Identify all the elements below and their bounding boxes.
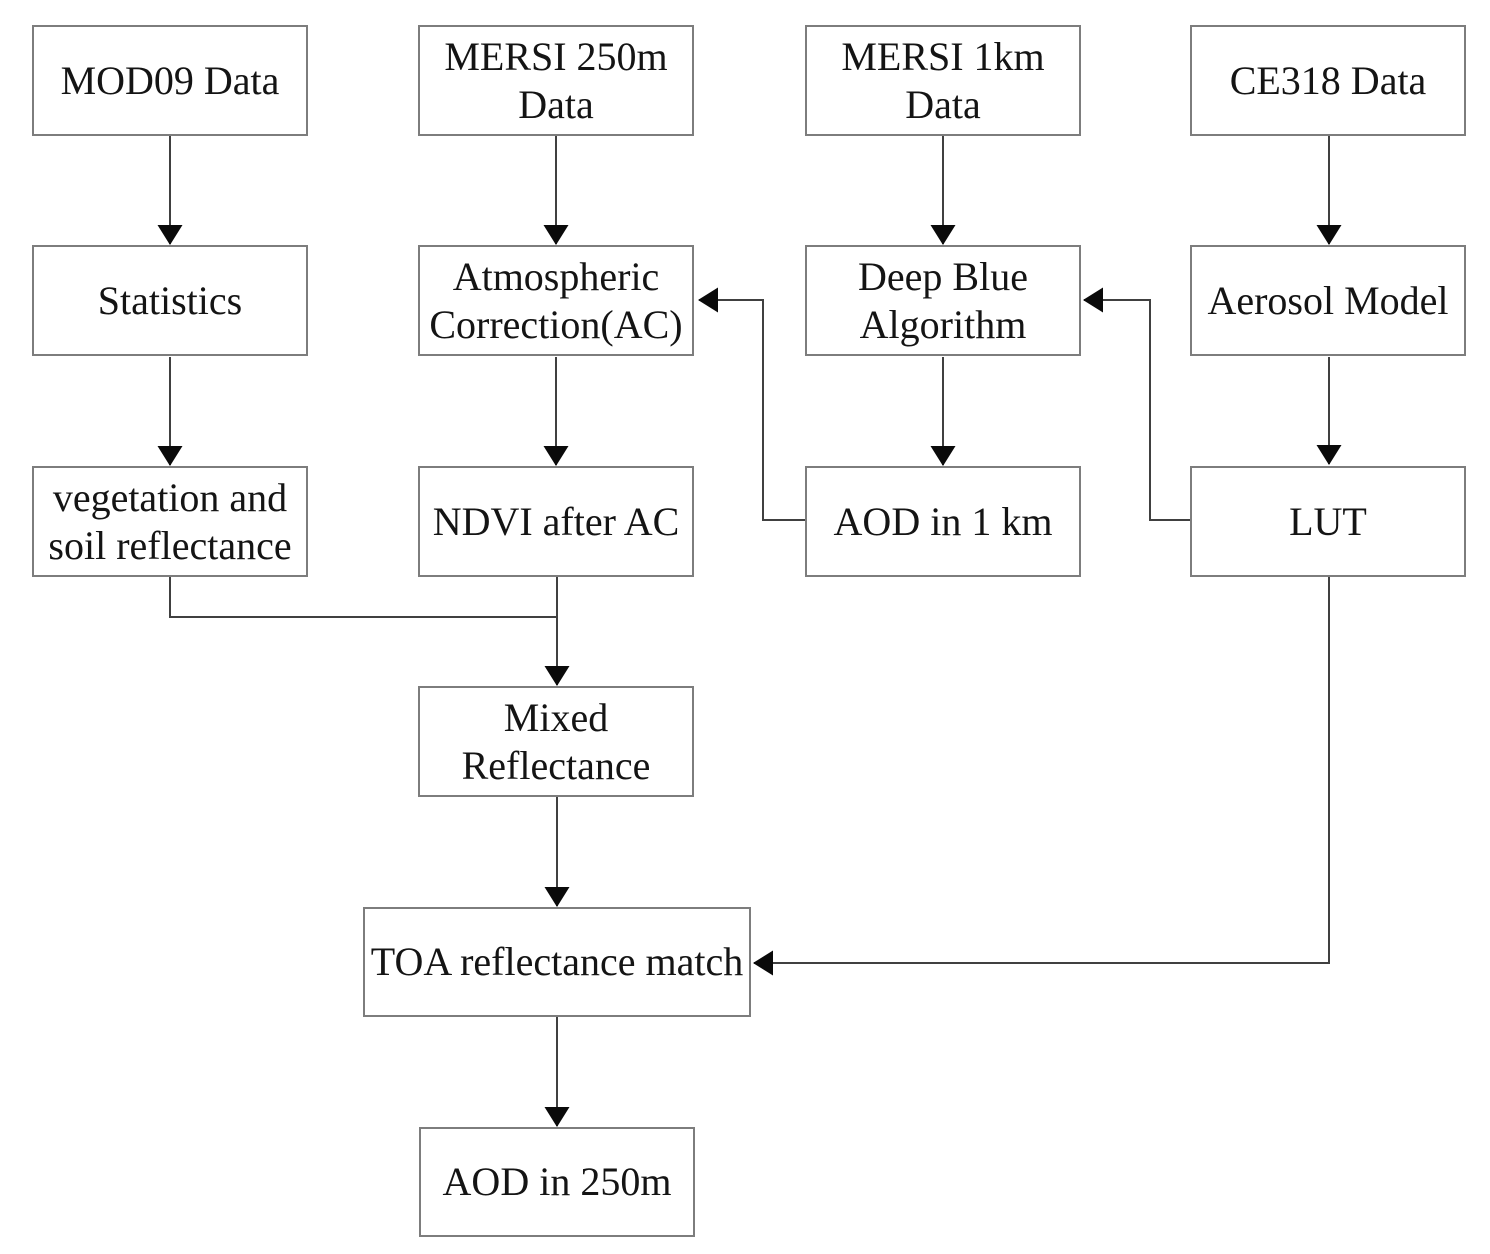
node-label: Mixed	[503, 694, 609, 740]
node-label: Data	[518, 81, 594, 127]
node-deep-blue-algorithm: Deep Blue Algorithm	[805, 245, 1081, 356]
node-aod-in-250m: AOD in 250m	[419, 1127, 695, 1237]
node-label: Reflectance	[461, 742, 651, 788]
node-label: Aerosol Model	[1207, 277, 1449, 323]
node-mersi-1km-data: MERSI 1km Data	[805, 25, 1081, 136]
node-label: LUT	[1289, 498, 1367, 544]
node-vegetation-soil-reflectance: vegetation and soil reflectance	[32, 466, 308, 577]
node-label: MOD09 Data	[60, 57, 280, 103]
node-lut: LUT	[1190, 466, 1466, 577]
node-aerosol-model: Aerosol Model	[1190, 245, 1466, 356]
node-label: AOD in 250m	[442, 1159, 672, 1204]
node-label: Deep Blue	[858, 253, 1028, 299]
node-label: AOD in 1 km	[833, 498, 1053, 544]
node-statistics: Statistics	[32, 245, 308, 356]
edge-lut-to-toa-match	[753, 577, 1330, 976]
edge-lut-to-deep-blue-feedback	[1083, 287, 1191, 521]
node-label: TOA reflectance match	[370, 939, 744, 984]
node-toa-reflectance-match: TOA reflectance match	[363, 907, 751, 1017]
node-aod-in-1km: AOD in 1 km	[805, 466, 1081, 577]
node-mersi-250m-data: MERSI 250m Data	[418, 25, 694, 136]
node-label: Correction(AC)	[429, 301, 683, 347]
node-atmospheric-correction: Atmospheric Correction(AC)	[418, 245, 694, 356]
node-label: CE318 Data	[1229, 57, 1427, 103]
edge-veg-soil-merge-line	[169, 577, 557, 618]
node-label: vegetation and	[52, 474, 288, 520]
node-mixed-reflectance: Mixed Reflectance	[418, 686, 694, 797]
edge-aod-1km-to-atmospheric-correction-feedback	[698, 287, 805, 521]
node-label: Data	[905, 81, 981, 127]
node-ce318-data: CE318 Data	[1190, 25, 1466, 136]
node-mod09-data: MOD09 Data	[32, 25, 308, 136]
node-label: Statistics	[97, 277, 243, 323]
node-label: MERSI 250m	[444, 33, 668, 79]
node-label: NDVI after AC	[432, 498, 680, 544]
node-ndvi-after-ac: NDVI after AC	[418, 466, 694, 577]
node-label: Algorithm	[859, 301, 1027, 347]
node-label: MERSI 1km	[841, 33, 1045, 79]
node-label: Atmospheric	[452, 253, 660, 299]
node-label: soil reflectance	[48, 522, 292, 568]
